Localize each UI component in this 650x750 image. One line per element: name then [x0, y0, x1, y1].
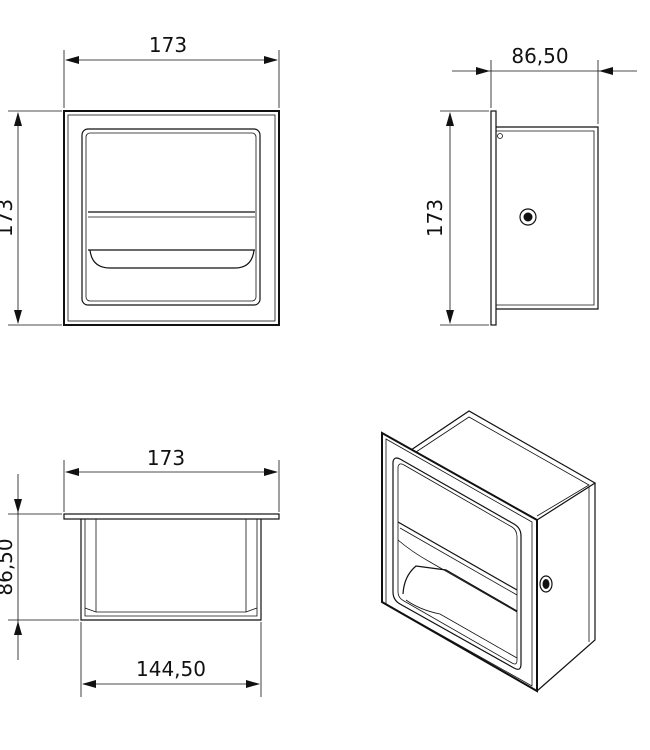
side-box-outline	[496, 126, 599, 310]
side-box-inner-edge	[496, 130, 595, 306]
side-small-hole	[497, 133, 503, 139]
front-shelf-lip	[88, 249, 255, 269]
front-opening-inner-edge	[85, 132, 257, 302]
front-height-label: 173	[0, 199, 17, 237]
top-inner-width-label: 144,50	[136, 657, 206, 681]
iso-box-top-inner	[415, 416, 590, 517]
top-box-outline	[80, 519, 262, 621]
front-opening-outline	[81, 128, 261, 306]
iso-lock-icon	[542, 579, 550, 589]
iso-shelf-bottom	[405, 599, 518, 659]
isometric-view	[381, 410, 597, 693]
top-box-inner-edge	[84, 519, 258, 617]
side-height-label: 173	[423, 199, 447, 237]
iso-shelf-lip	[402, 565, 518, 612]
iso-opening	[392, 457, 522, 670]
front-flange-inner-edge	[67, 114, 276, 322]
front-view: 173 173	[0, 33, 280, 326]
iso-box-top	[410, 410, 597, 521]
side-view: 86,50 173	[423, 44, 637, 326]
side-depth-label: 86,50	[511, 44, 568, 68]
side-lock-outer	[519, 208, 537, 226]
iso-flange-outline	[381, 431, 538, 693]
side-flange	[490, 110, 497, 326]
top-depth-label: 86,50	[0, 538, 17, 595]
iso-lock-outer	[539, 575, 553, 593]
top-bottom-edge	[84, 607, 258, 613]
iso-shelf-line	[397, 521, 518, 591]
front-width-label: 173	[149, 33, 187, 57]
top-flange	[63, 513, 280, 520]
side-lock-icon	[523, 212, 533, 222]
iso-box-side	[536, 483, 596, 692]
iso-opening-inner	[397, 463, 518, 665]
iso-shelf-curve	[397, 539, 518, 613]
front-flange-outline	[63, 110, 280, 326]
iso-flange-inner-edge	[385, 438, 533, 687]
iso-shelf-line-2	[399, 527, 518, 596]
top-view: 173 86,50 144,50	[0, 446, 280, 697]
top-width-label: 173	[147, 446, 185, 470]
